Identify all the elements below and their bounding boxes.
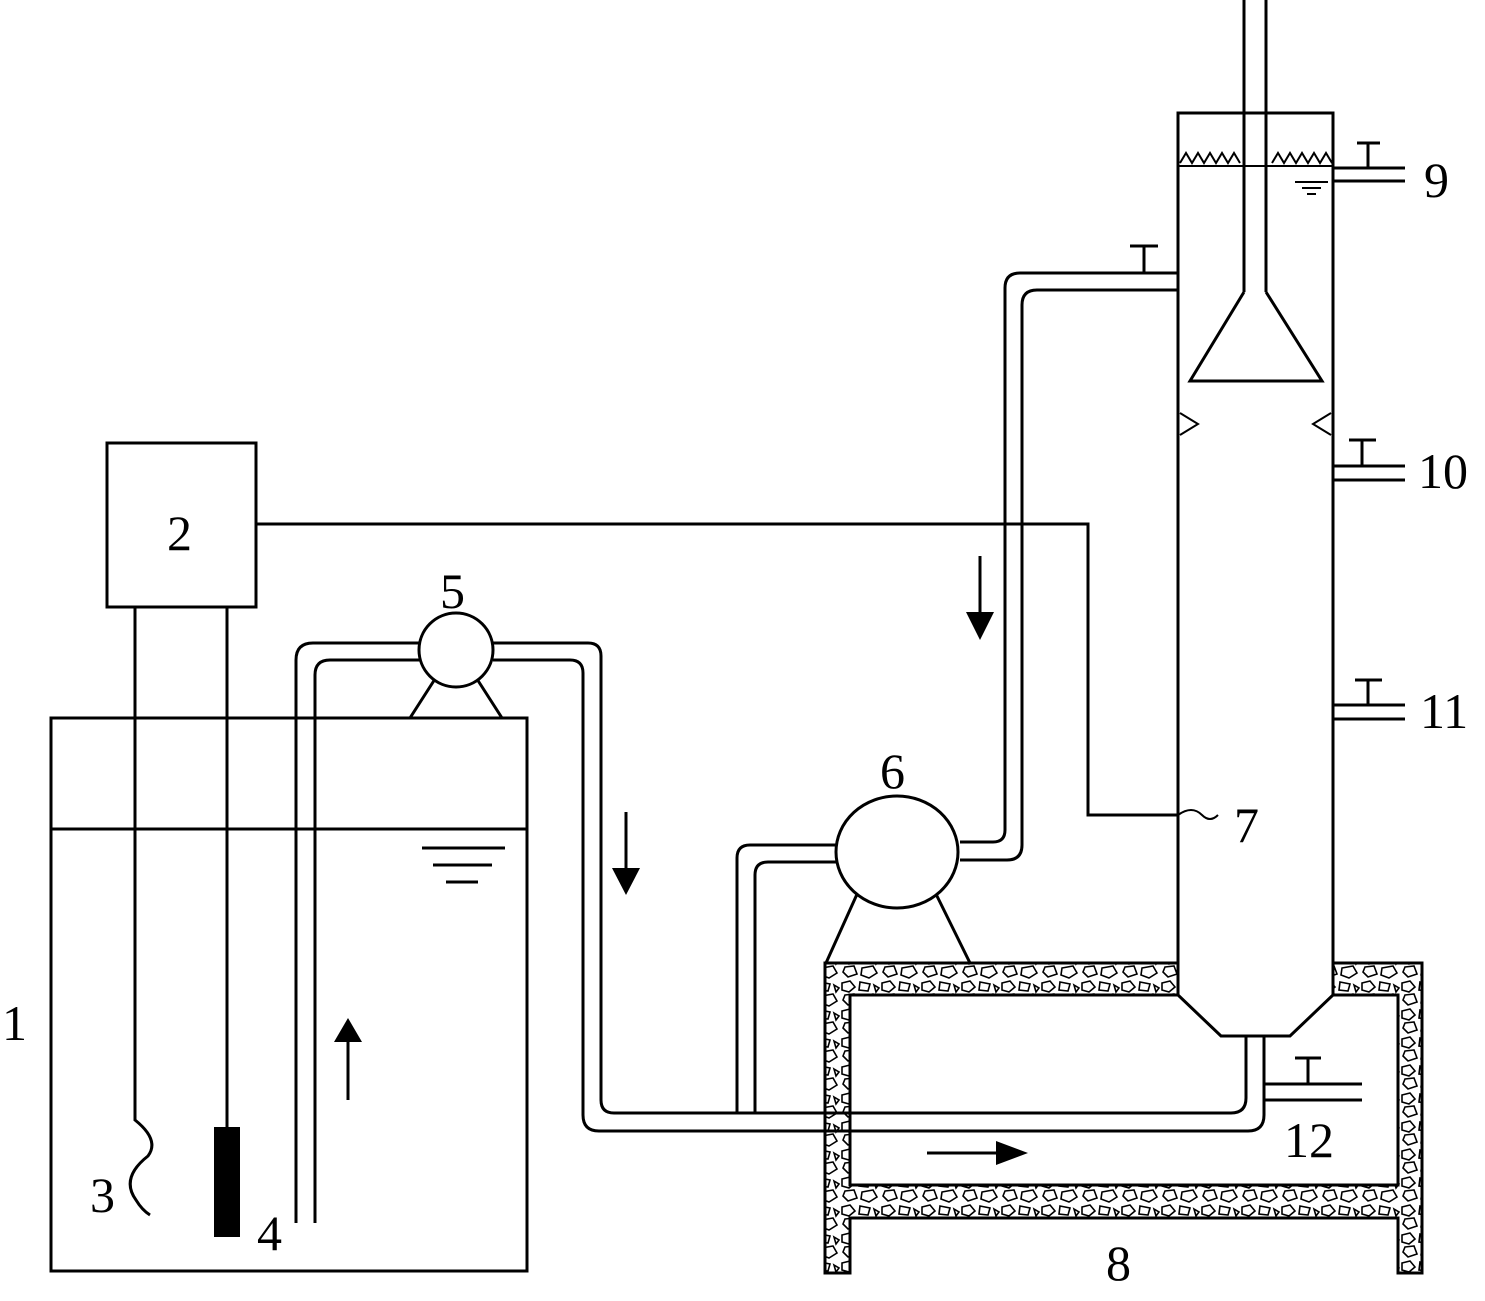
pump-5 bbox=[407, 611, 505, 720]
label-pump-recirc: 6 bbox=[880, 743, 905, 799]
feed-pipe bbox=[493, 641, 1266, 1133]
arrow-right-icon bbox=[927, 1141, 1028, 1165]
sensor-probe bbox=[214, 1127, 240, 1237]
label-port-gas: 9 bbox=[1424, 152, 1449, 208]
label-controller: 2 bbox=[167, 505, 192, 561]
baffle-right bbox=[1311, 412, 1332, 436]
controller-wires bbox=[128, 522, 1219, 1237]
label-port-upper: 10 bbox=[1418, 443, 1468, 499]
recirculation-pipe bbox=[960, 244, 1178, 862]
port-10 bbox=[1333, 438, 1405, 482]
port-12 bbox=[1265, 1056, 1362, 1102]
water-level-icon bbox=[422, 846, 505, 884]
label-port-middle: 11 bbox=[1420, 683, 1468, 739]
label-pump-feed: 5 bbox=[440, 563, 465, 619]
label-heater: 3 bbox=[90, 1167, 115, 1223]
arrow-down-icon bbox=[612, 812, 640, 895]
three-phase-separator bbox=[1187, 291, 1325, 383]
port-9 bbox=[1333, 141, 1405, 183]
reactor-column bbox=[1176, 0, 1335, 1038]
label-temp-probe: 7 bbox=[1234, 797, 1259, 853]
water-level-icon bbox=[1295, 181, 1328, 195]
baffle-left bbox=[1179, 412, 1200, 436]
label-sensor: 4 bbox=[257, 1205, 282, 1261]
port-11 bbox=[1333, 678, 1405, 721]
label-port-bottom: 12 bbox=[1284, 1112, 1334, 1168]
heater-wire bbox=[128, 607, 154, 1217]
label-water-jacket: 8 bbox=[1106, 1235, 1131, 1291]
suction-pipe bbox=[294, 641, 420, 1223]
feed-tank bbox=[49, 716, 529, 1273]
pump-6 bbox=[823, 794, 973, 965]
water-jacket bbox=[823, 961, 1424, 1275]
pump6-outlet-pipe bbox=[735, 843, 836, 1113]
gas-collection-tube bbox=[1242, 0, 1268, 292]
arrow-down-icon bbox=[966, 556, 994, 640]
label-tank: 1 bbox=[2, 995, 27, 1051]
arrow-up-icon bbox=[334, 1018, 362, 1100]
